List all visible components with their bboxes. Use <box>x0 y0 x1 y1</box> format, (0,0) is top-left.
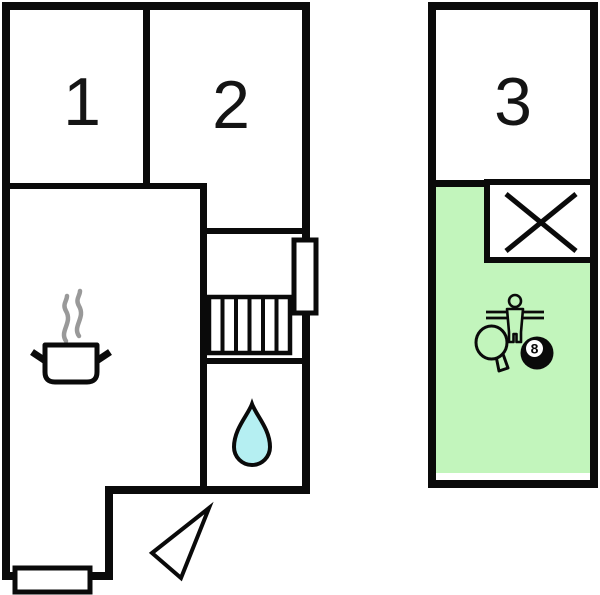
foosball-player-icon <box>486 293 544 344</box>
annex-building: 3 <box>428 2 598 488</box>
room-3-label: 3 <box>494 64 532 140</box>
window-icon <box>291 237 319 316</box>
cooking-pot-icon <box>30 342 112 385</box>
steam-icon <box>61 288 84 344</box>
eight-ball-icon: 8 <box>520 336 554 370</box>
room-1-label: 1 <box>63 64 101 140</box>
table-tennis-paddle-icon <box>474 324 510 373</box>
room-2-label: 2 <box>212 67 250 143</box>
stairs-icon <box>206 294 293 356</box>
door-icon <box>12 565 93 595</box>
entrance-arrow-icon <box>148 501 214 582</box>
eight-ball-label: 8 <box>531 341 539 357</box>
crossed-box-icon <box>484 179 596 263</box>
main-walls <box>2 2 310 580</box>
water-drop-icon <box>231 398 273 467</box>
kitchen-icons <box>30 288 112 385</box>
main-building: 1 2 <box>2 2 319 595</box>
game-room-icons: 8 <box>474 293 554 373</box>
